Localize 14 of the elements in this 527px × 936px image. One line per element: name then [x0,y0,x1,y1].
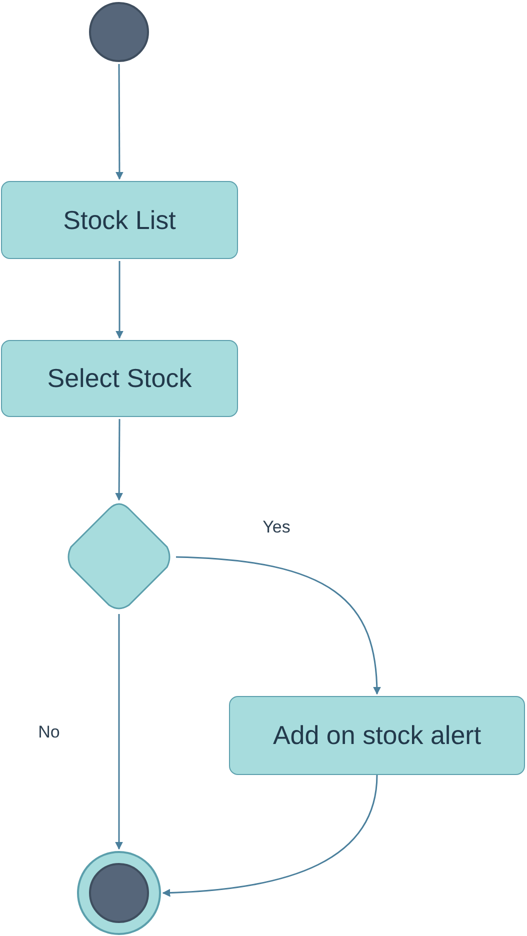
edge-label: Yes [262,518,290,536]
arrow [162,774,378,897]
arrow [116,261,124,339]
box-label: Add on stock alert [272,719,482,752]
process-box [1,340,238,417]
box-label: Select Stock [47,362,192,395]
arrow [115,614,123,850]
edge-label: No [38,723,60,740]
box-label: Stock List [63,204,176,236]
arrow [115,64,124,180]
process-box [229,696,525,775]
arrow [176,556,381,695]
arrow [115,419,124,501]
process-box [1,181,238,259]
